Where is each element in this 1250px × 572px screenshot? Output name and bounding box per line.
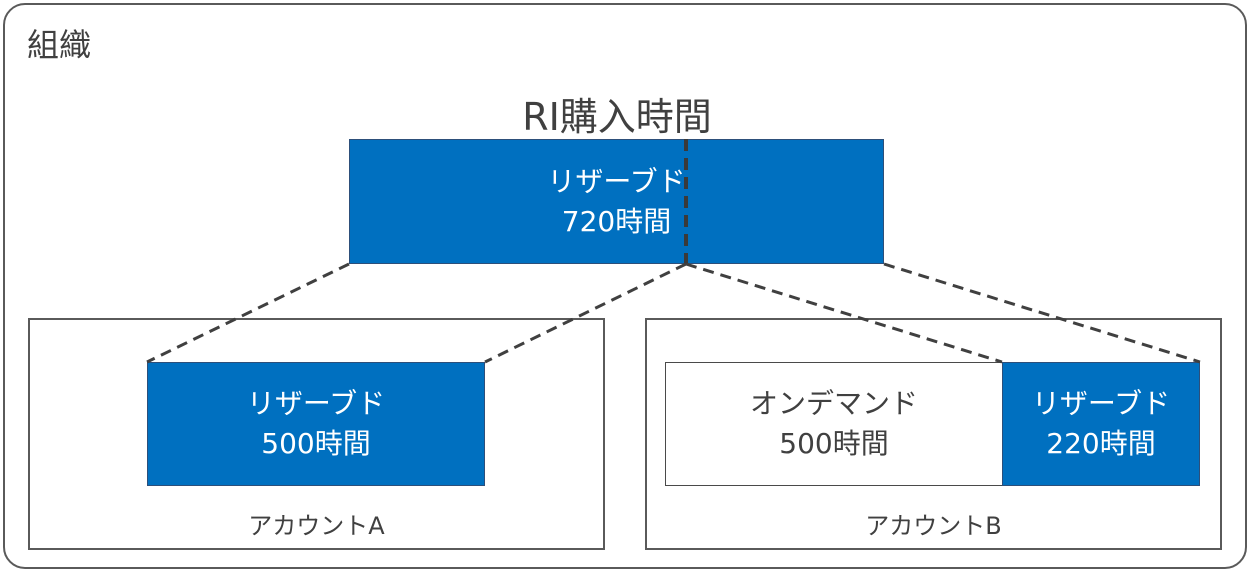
organization-frame — [3, 3, 1247, 569]
connector-b-right — [883, 262, 1201, 364]
account-a-label: アカウントA — [248, 512, 385, 540]
account-b-reserved-box: リザーブド 220時間 — [1002, 362, 1200, 486]
purchased-reserved-hours: 720時間 — [561, 204, 672, 238]
account-b-label: アカウントB — [865, 512, 1002, 540]
diagram-title: RI購入時間 — [522, 95, 712, 139]
purchased-reserved-type: リザーブド — [547, 164, 686, 198]
account-b-reserved-hours: 220時間 — [1046, 427, 1156, 460]
account-b-frame — [645, 318, 1222, 550]
account-a-reserved-hours: 500時間 — [261, 427, 371, 460]
account-a-frame — [28, 318, 605, 550]
account-a-reserved-box: リザーブド 500時間 — [147, 362, 485, 486]
connector-a-left — [146, 262, 350, 364]
account-b-on-demand-box: オンデマンド 500時間 — [665, 362, 1003, 486]
organization-label: 組織 — [27, 26, 92, 64]
account-b-on-demand-hours: 500時間 — [779, 427, 889, 460]
connector-a-right — [484, 262, 687, 364]
connector-b-left — [685, 262, 1003, 364]
account-b-on-demand-type: オンデマンド — [749, 387, 918, 420]
account-a-reserved-type: リザーブド — [246, 387, 386, 420]
account-b-reserved-type: リザーブド — [1031, 387, 1171, 420]
purchased-reserved-box: リザーブド 720時間 — [349, 139, 884, 264]
